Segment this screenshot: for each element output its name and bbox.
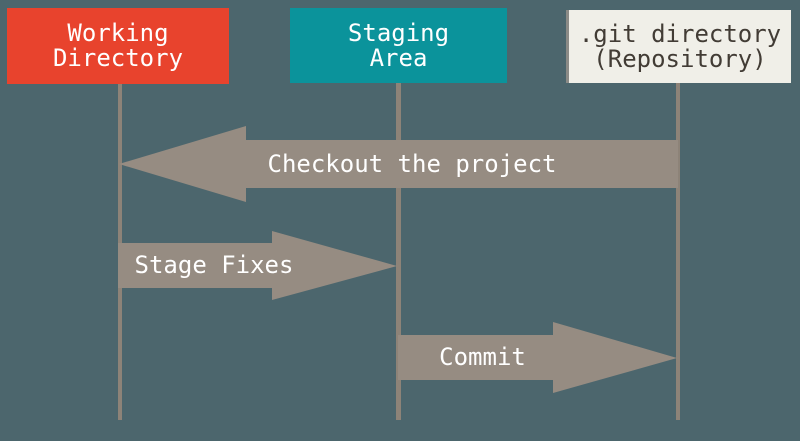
checkout-arrow-label: Checkout the project	[267, 150, 557, 178]
staging-area-label-line2: Area	[369, 43, 428, 72]
checkout-arrow	[119, 126, 678, 202]
staging-area-box: Staging Area	[290, 8, 507, 83]
git-directory-lifeline	[676, 83, 680, 420]
working-directory-box: Working Directory	[7, 8, 229, 84]
commit-arrow-label: Commit	[439, 343, 526, 371]
staging-area-label-line1: Staging	[347, 18, 450, 47]
staging-area-lifeline	[396, 83, 401, 420]
git-directory-label-line1: .git directory	[578, 19, 782, 48]
stage-fixes-arrow	[118, 231, 397, 300]
working-directory-label-line1: Working	[67, 19, 169, 47]
stage-fixes-arrow-label: Stage Fixes	[134, 251, 294, 279]
working-directory-label-line2: Directory	[52, 44, 184, 72]
commit-arrow	[398, 322, 677, 393]
git-directory-box: .git directory (Repository)	[566, 10, 791, 83]
git-directory-label-line2: (Repository)	[593, 44, 767, 73]
